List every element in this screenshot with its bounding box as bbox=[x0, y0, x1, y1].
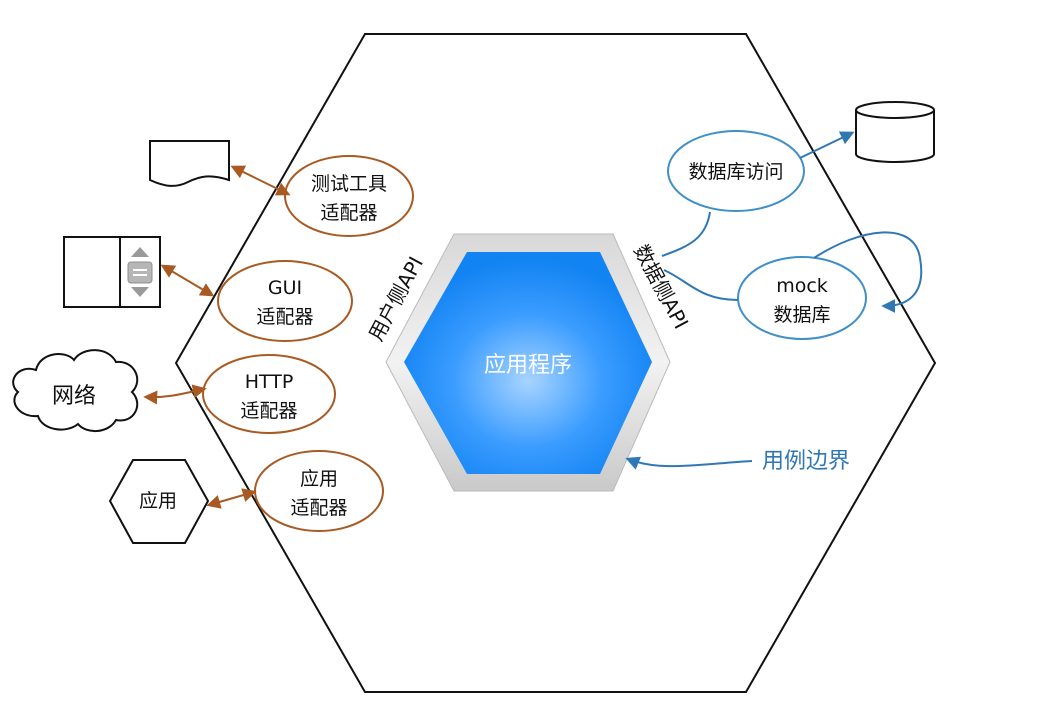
core-label: 应用程序 bbox=[484, 353, 572, 378]
scroll-up-icon bbox=[131, 247, 149, 257]
arrow-document-test-adapter bbox=[230, 165, 291, 196]
gui-window-icon bbox=[63, 236, 161, 308]
gui-adapter: GUI 适配器 bbox=[217, 260, 353, 342]
test-tool-adapter: 测试工具 适配器 bbox=[284, 155, 414, 237]
network-label: 网络 bbox=[52, 384, 96, 409]
connector-data-api-db-access bbox=[661, 211, 711, 257]
application-core: 应用程序 bbox=[385, 233, 671, 492]
test-tool-adapter-ellipse bbox=[284, 155, 414, 237]
scroll-down-icon bbox=[131, 287, 149, 297]
arrow-db-access-database bbox=[799, 131, 855, 159]
db-access-adapter-ellipse bbox=[667, 130, 805, 212]
test-tool-adapter-line1: 测试工具 bbox=[311, 173, 387, 195]
db-access-adapter-label: 数据库访问 bbox=[688, 161, 783, 183]
use-case-boundary-hexagon bbox=[174, 33, 937, 693]
arrow-app-app-adapter bbox=[206, 488, 257, 509]
db-access-adapter: 数据库访问 bbox=[667, 130, 805, 212]
gui-adapter-line2: 适配器 bbox=[256, 306, 313, 328]
app-adapter-line2: 适配器 bbox=[290, 497, 347, 519]
connector-data-api-mock-db bbox=[663, 269, 739, 301]
document-icon bbox=[149, 140, 230, 187]
network-cloud: 网络 bbox=[12, 349, 139, 432]
mock-db-adapter: mock 数据库 bbox=[737, 256, 867, 340]
app-adapter-ellipse bbox=[254, 450, 384, 532]
core-hexagon bbox=[404, 252, 652, 474]
http-adapter-line1: HTTP bbox=[245, 371, 294, 393]
arrow-gui-gui-adapter bbox=[160, 264, 215, 297]
mock-db-adapter-ellipse bbox=[737, 256, 867, 340]
external-app-hexagon: 应用 bbox=[108, 459, 210, 544]
mock-db-adapter-line2: 数据库 bbox=[773, 304, 830, 326]
app-adapter: 应用 适配器 bbox=[254, 450, 384, 532]
arrow-mock-db-loop bbox=[813, 231, 923, 313]
arrow-boundary-label bbox=[625, 456, 753, 470]
http-adapter-line2: 适配器 bbox=[240, 400, 297, 422]
http-adapter: HTTP 适配器 bbox=[202, 354, 336, 434]
use-case-boundary-label: 用例边界 bbox=[762, 449, 850, 474]
gui-adapter-line1: GUI bbox=[268, 277, 302, 299]
arrow-network-http-adapter bbox=[143, 384, 207, 405]
database-icon bbox=[855, 101, 935, 163]
gui-adapter-ellipse bbox=[217, 260, 353, 342]
test-tool-adapter-line2: 适配器 bbox=[320, 202, 377, 224]
app-adapter-line1: 应用 bbox=[300, 468, 338, 490]
mock-db-adapter-line1: mock bbox=[776, 275, 828, 297]
external-app-label: 应用 bbox=[139, 490, 177, 512]
